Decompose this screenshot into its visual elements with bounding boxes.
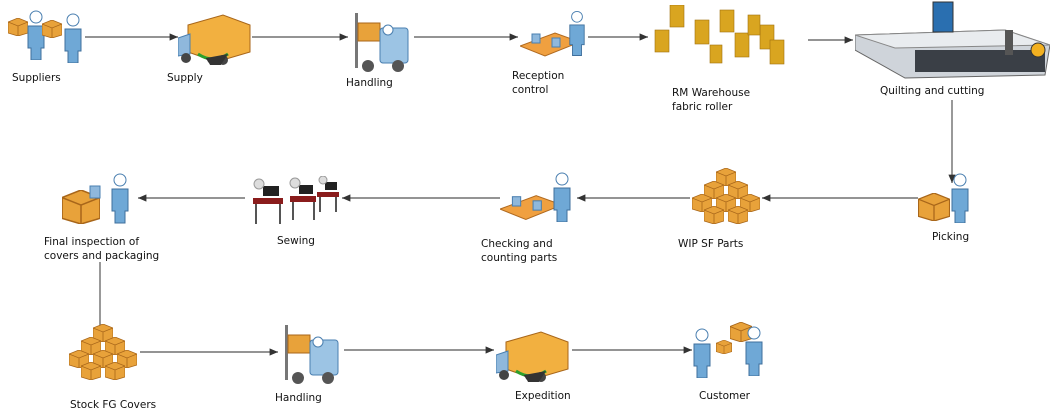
node-label: Picking (932, 231, 970, 243)
forklift-icon (284, 324, 339, 385)
stacked-boxes-icon (69, 324, 137, 380)
node-label: Reception control (512, 69, 564, 97)
customer-icon (693, 322, 763, 378)
node-label: Final inspection of covers and packaging (44, 235, 159, 263)
delivery-truck-icon (496, 327, 571, 382)
cutting-machine-icon (855, 1, 1050, 79)
node-label: Supply (167, 72, 203, 84)
node-label: Handling (275, 392, 322, 404)
picking-box-icon (918, 173, 969, 223)
node-label: Suppliers (12, 72, 61, 84)
stacked-boxes-icon (692, 168, 760, 224)
sewing-workers-icon (253, 176, 339, 224)
inspection-conveyor-icon (520, 10, 585, 57)
node-label: Quilting and cutting (880, 85, 985, 97)
node-label: WIP SF Parts (678, 238, 744, 250)
label-line: Final inspection of (44, 236, 140, 248)
inspection-conveyor-icon (500, 172, 571, 222)
node-label: RM Warehouse fabric roller (672, 86, 750, 114)
forklift-icon (354, 12, 409, 73)
label-line: Checking and (481, 238, 553, 250)
node-label: Handling (346, 77, 393, 89)
node-label: Expedition (515, 390, 571, 402)
node-label: Customer (699, 390, 751, 402)
label-line: control (512, 84, 549, 96)
label-line: RM Warehouse (672, 87, 751, 99)
node-label: Checking and counting parts (481, 237, 557, 265)
label-line: fabric roller (672, 101, 733, 113)
fabric-rolls-icon (654, 5, 785, 65)
label-line: counting parts (481, 252, 558, 264)
node-label: Stock FG Covers (70, 399, 157, 411)
label-line: Reception (512, 70, 565, 82)
label-line: covers and packaging (44, 250, 160, 262)
suppliers-icon (8, 10, 82, 63)
delivery-truck-icon (178, 10, 253, 65)
node-label: Sewing (277, 235, 315, 247)
packaging-icon (62, 173, 129, 224)
